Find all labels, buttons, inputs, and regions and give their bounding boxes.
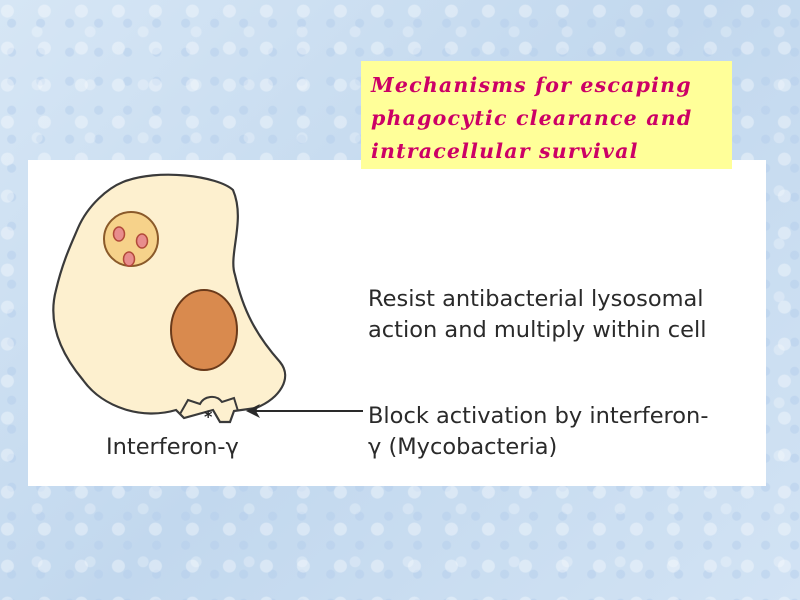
slide-title: Mechanisms for escaping phagocytic clear…: [371, 73, 693, 163]
bacterium: [112, 226, 126, 242]
bacterium: [135, 233, 149, 249]
macrophage-diagram: *: [52, 173, 363, 426]
nucleus: [170, 289, 238, 371]
title-box: Mechanisms for escaping phagocytic clear…: [361, 61, 732, 169]
interferon-receptor: [179, 396, 239, 415]
figure-panel: * Resist antibacterial lysosomal action …: [28, 160, 766, 486]
bacterium: [122, 251, 136, 267]
annotation-resist-lysosomal: Resist antibacterial lysosomal action an…: [368, 286, 707, 343]
annotation-block-interferon: Block activation by interferon- γ (Mycob…: [368, 403, 709, 460]
macrophage-cell: [52, 173, 287, 424]
receptor-marker: *: [204, 407, 213, 426]
receptor-label: Interferon-γ: [106, 434, 239, 460]
pointer-arrow-head: [246, 404, 260, 418]
